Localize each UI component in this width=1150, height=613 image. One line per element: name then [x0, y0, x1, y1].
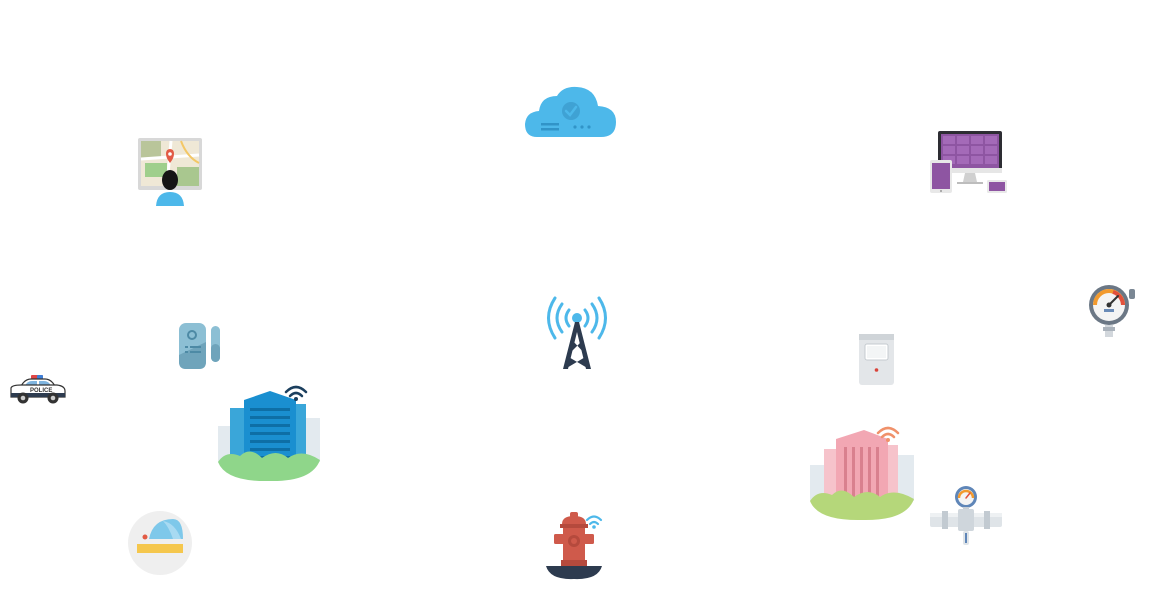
devices-node: [929, 130, 1009, 195]
devices-icon: [930, 131, 1007, 193]
cell-tower-icon: [547, 296, 607, 369]
pressure-gauge-icon: [1089, 285, 1135, 337]
pink-smart-building-icon: [810, 426, 914, 521]
smart-light-node: [125, 511, 195, 575]
motion-sensor-icon: [859, 334, 894, 385]
pink-building-node: [808, 425, 916, 521]
fire-hydrant-icon: [546, 512, 603, 580]
door-sensor-icon: [179, 323, 220, 369]
fire-hydrant-node: [544, 510, 606, 580]
map-monitor-node: [137, 137, 203, 207]
cloud-node: [525, 84, 617, 140]
police-car-node: POLICE: [9, 374, 67, 406]
pipe-meter-node: [928, 485, 1004, 547]
door-sensor-node: [178, 320, 222, 372]
map-monitor-icon: [138, 138, 202, 206]
blue-building-node: [216, 385, 322, 482]
police-label: POLICE: [30, 388, 52, 394]
police-car-icon: POLICE: [10, 375, 66, 404]
blue-smart-building-icon: [218, 385, 320, 482]
motion-sensor-node: [858, 333, 896, 387]
pipe-meter-icon: [930, 486, 1002, 545]
pressure-gauge-node: [1087, 283, 1139, 339]
cell-tower-node: [545, 296, 609, 372]
cloud-icon: [525, 86, 616, 137]
smart-light-icon: [128, 511, 192, 575]
